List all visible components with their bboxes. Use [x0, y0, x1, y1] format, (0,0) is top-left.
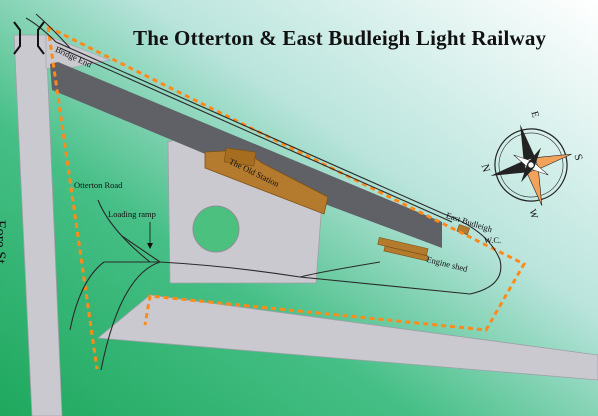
station-annex — [223, 147, 257, 167]
boundary-west — [46, 26, 99, 370]
old-station-building — [204, 149, 329, 215]
compass-east: E — [528, 110, 540, 119]
map-title: The Otterton & East Budleigh Light Railw… — [133, 26, 547, 50]
compass-rose — [490, 124, 572, 206]
railway-tracks — [25, 13, 502, 371]
circular-lawn — [192, 205, 240, 253]
label-otterton-road: Otterton Road — [74, 180, 123, 190]
label-fore-street: Fore St. — [0, 220, 8, 268]
loading-ramp-arrowhead — [147, 243, 153, 249]
fore-street-road — [13, 34, 63, 416]
lower-road — [96, 294, 598, 381]
railway-boundary — [47, 25, 527, 332]
compass-north: N — [478, 163, 492, 174]
compass-south: S — [571, 153, 584, 162]
compass-west: W — [526, 208, 539, 221]
bridge-marker — [13, 21, 45, 55]
engine-shed-2 — [383, 245, 429, 262]
label-loading-ramp: Loading ramp — [108, 209, 156, 219]
label-wc: W.C. — [484, 235, 502, 245]
